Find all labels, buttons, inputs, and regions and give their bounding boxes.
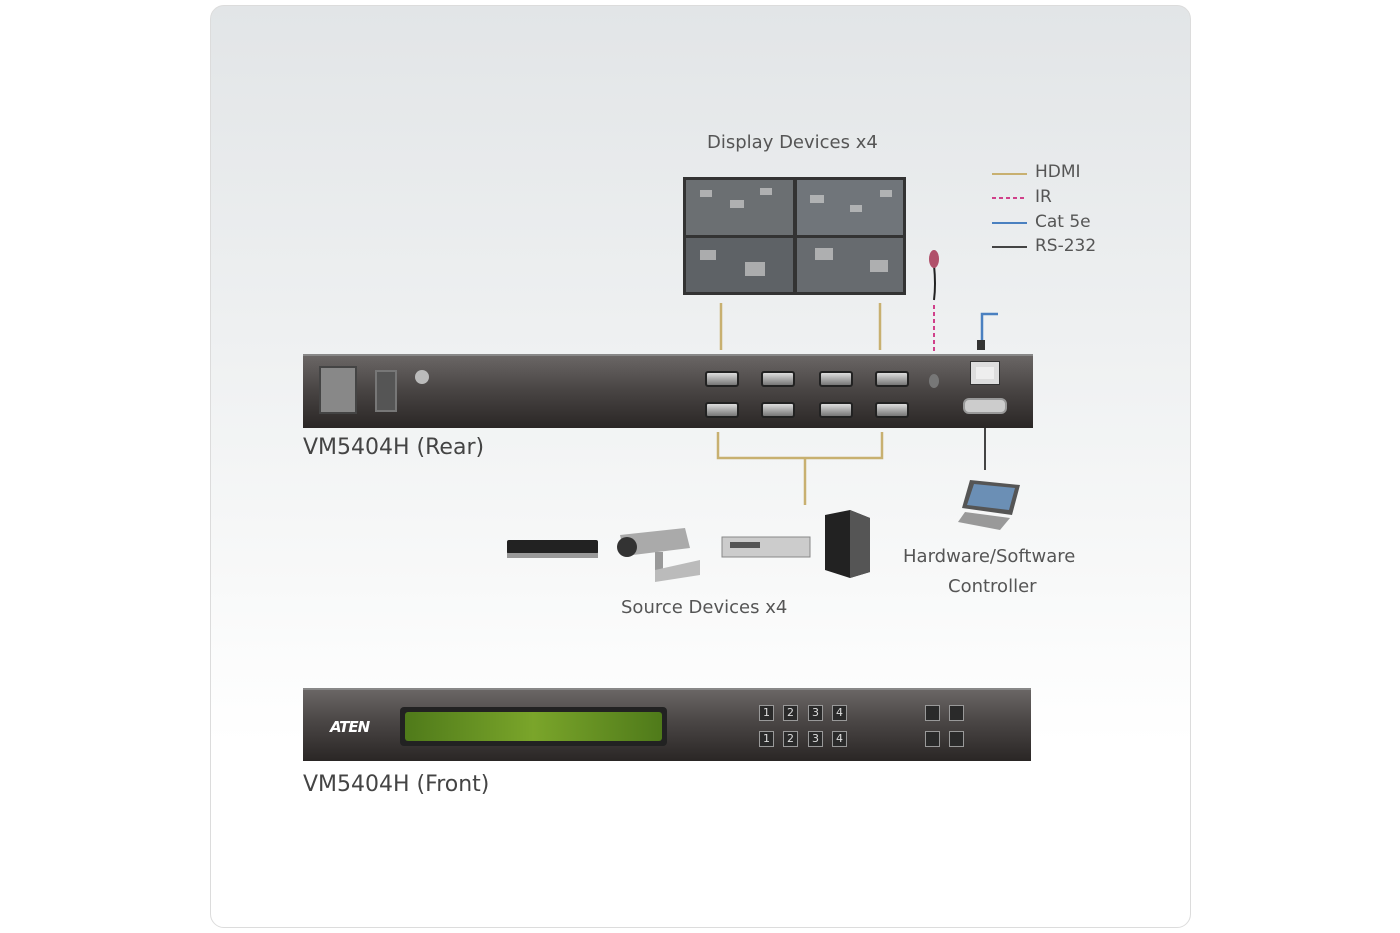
hdmi-in-port: [705, 402, 739, 418]
hdmi-out-port: [761, 371, 795, 387]
av-receiver-icon: [721, 536, 811, 558]
legend-rs232: RS-232: [1035, 236, 1097, 256]
hdmi-out-port: [875, 371, 909, 387]
lcd-display: [400, 707, 667, 746]
function-button[interactable]: [925, 731, 940, 747]
output-button-4[interactable]: 4: [832, 705, 847, 721]
camera-icon: [617, 528, 700, 582]
input-button-2[interactable]: 2: [783, 731, 798, 747]
source-devices-title: Source Devices x4: [621, 597, 788, 618]
ir-port: [929, 374, 939, 388]
pc-tower-icon: [825, 510, 870, 578]
input-button-1[interactable]: 1: [759, 731, 774, 747]
legend-lines: [992, 173, 1027, 248]
ethernet-port: [970, 361, 1000, 385]
hdmi-out-port: [819, 371, 853, 387]
rs232-port: [963, 398, 1007, 414]
ir-receiver: [929, 250, 939, 372]
input-button-3[interactable]: 3: [808, 731, 823, 747]
output-button-3[interactable]: 3: [808, 705, 823, 721]
display-wall: [683, 177, 906, 295]
rear-label: VM5404H (Rear): [303, 435, 485, 460]
controller-label-line1: Hardware/Software: [903, 546, 1076, 567]
function-button[interactable]: [949, 731, 964, 747]
dvd-player-icon: [507, 540, 598, 558]
legend-ir: IR: [1035, 187, 1052, 207]
power-socket-icon: [319, 366, 357, 414]
output-button-1[interactable]: 1: [759, 705, 774, 721]
legend-cat5e: Cat 5e: [1035, 212, 1091, 232]
controller-label-line2: Controller: [948, 576, 1037, 597]
cat5e-cable: [980, 312, 998, 342]
controller-monitor-icon: [958, 480, 1020, 530]
aten-logo: ATEN: [330, 718, 370, 736]
hdmi-out-port: [705, 371, 739, 387]
input-button-4[interactable]: 4: [832, 731, 847, 747]
front-label: VM5404H (Front): [303, 772, 490, 797]
function-button[interactable]: [949, 705, 964, 721]
display-devices-title: Display Devices x4: [707, 132, 878, 153]
hdmi-in-port: [819, 402, 853, 418]
legend-hdmi: HDMI: [1035, 162, 1081, 182]
hdmi-in-port: [761, 402, 795, 418]
hdmi-in-port: [875, 402, 909, 418]
hdmi-lines: [716, 303, 884, 505]
diagram-card: [210, 5, 1191, 928]
power-switch: [375, 370, 397, 412]
ground-screw-icon: [415, 370, 429, 384]
function-button[interactable]: [925, 705, 940, 721]
output-button-2[interactable]: 2: [783, 705, 798, 721]
rear-panel: [303, 354, 1033, 428]
